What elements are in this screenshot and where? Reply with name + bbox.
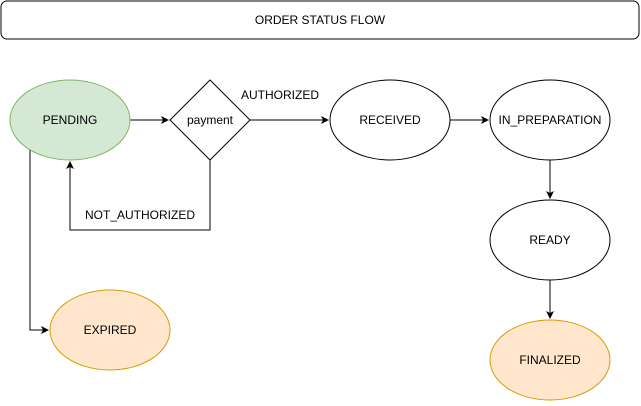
node-finalized-label: FINALIZED xyxy=(519,353,581,367)
node-received[interactable]: RECEIVED xyxy=(329,79,451,161)
node-payment[interactable]: payment xyxy=(169,79,251,161)
edge-pending-to-expired xyxy=(29,145,49,334)
edge-label-authorized: AUTHORIZED xyxy=(241,88,319,102)
node-pending[interactable]: PENDING xyxy=(9,79,131,161)
edge-label-bg xyxy=(82,206,198,224)
title-box: ORDER STATUS FLOW xyxy=(0,0,640,40)
node-expired[interactable]: EXPIRED xyxy=(49,289,171,371)
node-in-preparation[interactable]: IN_PREPARATION xyxy=(489,79,611,161)
diagram-title: ORDER STATUS FLOW xyxy=(255,13,386,27)
node-pending-label: PENDING xyxy=(43,113,98,127)
node-ready-label: READY xyxy=(529,233,570,247)
node-ready[interactable]: READY xyxy=(489,199,611,281)
edges xyxy=(29,116,554,334)
node-in-preparation-label: IN_PREPARATION xyxy=(499,113,602,127)
node-finalized[interactable]: FINALIZED xyxy=(489,319,611,401)
edge-payment-to-pending xyxy=(66,160,211,231)
node-expired-label: EXPIRED xyxy=(84,323,137,337)
node-payment-label: payment xyxy=(187,113,234,127)
edge-label-not-authorized: NOT_AUTHORIZED xyxy=(85,208,195,222)
node-received-label: RECEIVED xyxy=(359,113,421,127)
